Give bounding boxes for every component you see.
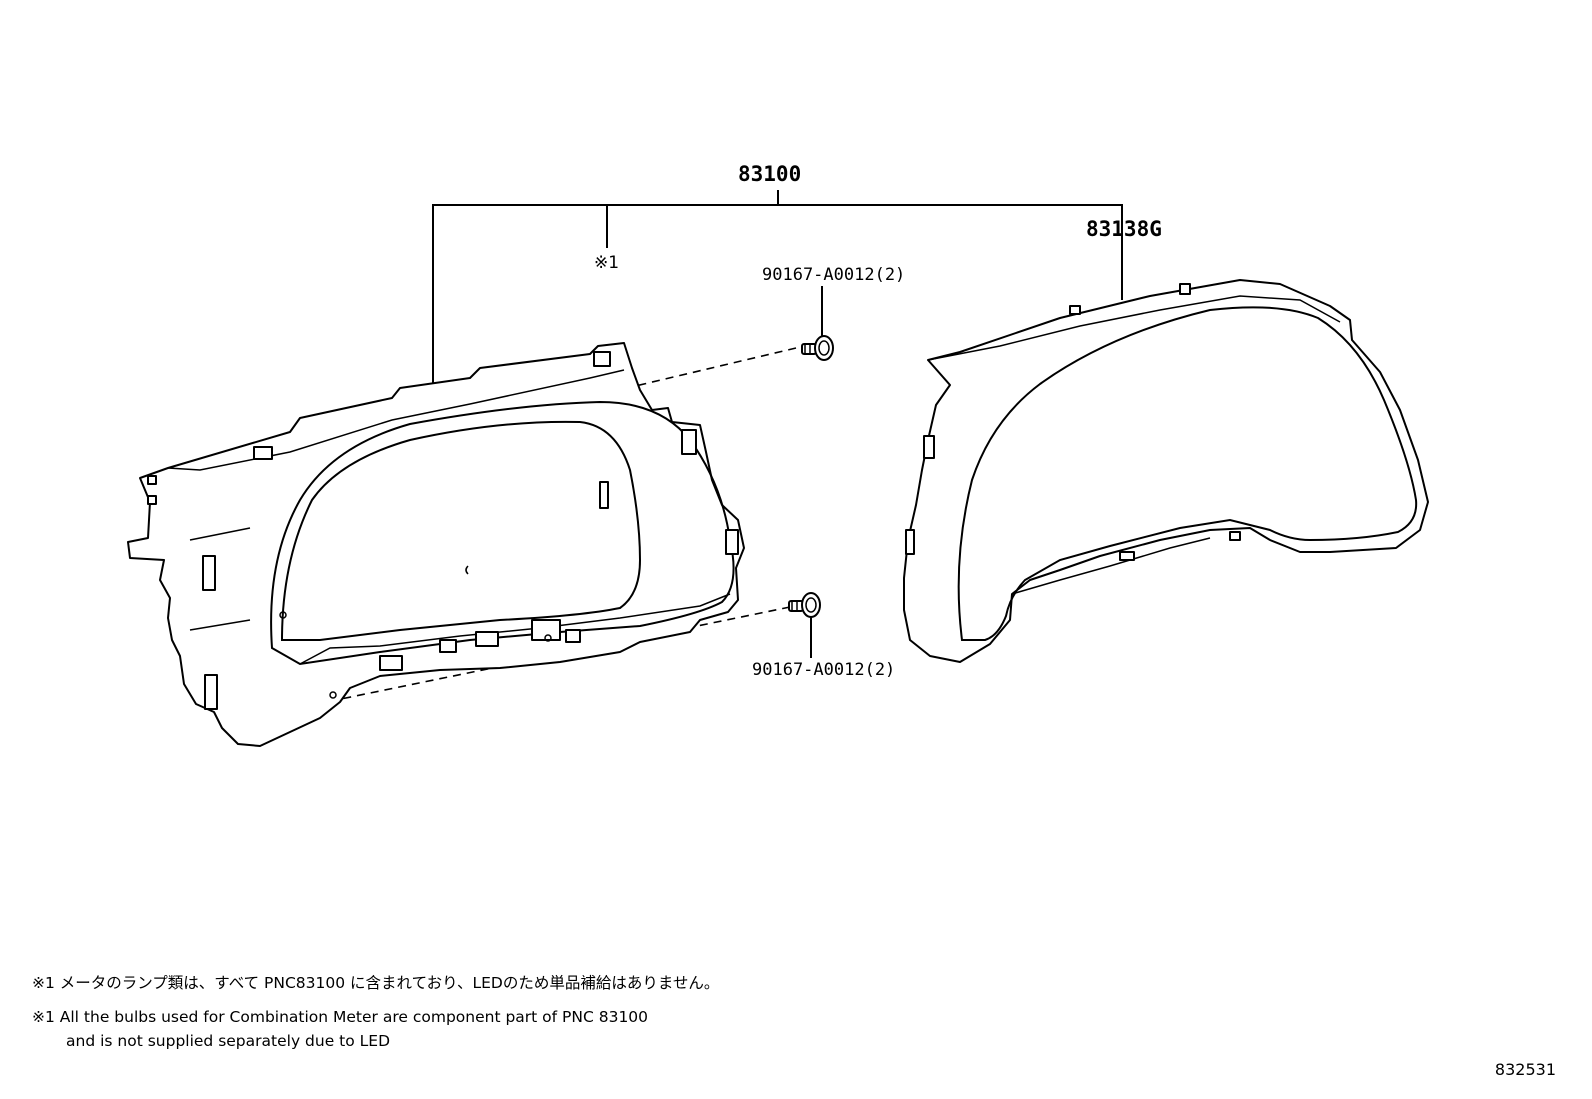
bolt-top[interactable] <box>801 335 834 361</box>
note-english-line1: ※1 All the bulbs used for Combination Me… <box>32 1008 649 1026</box>
figure-number: 832531 <box>1494 1060 1556 1079</box>
label-83100[interactable]: 83100 <box>738 162 801 186</box>
bolt-bottom[interactable] <box>788 592 821 618</box>
meter-glass-83138g[interactable] <box>903 279 1429 663</box>
label-83138g[interactable]: 83138G <box>1086 217 1162 241</box>
label-bolt-top[interactable]: 90167-A0012(2) <box>762 265 905 285</box>
label-bolt-bottom[interactable]: 90167-A0012(2) <box>752 660 895 680</box>
assembly-bracket <box>432 190 1123 390</box>
combination-meter-housing[interactable] <box>127 342 745 747</box>
note-english-line2: and is not supplied separately due to LE… <box>66 1032 391 1050</box>
note-japanese: ※1 メータのランプ類は、すべて PNC83100 に含まれており、LEDのため… <box>32 974 720 992</box>
note-mark-1: ※1 <box>594 253 619 273</box>
